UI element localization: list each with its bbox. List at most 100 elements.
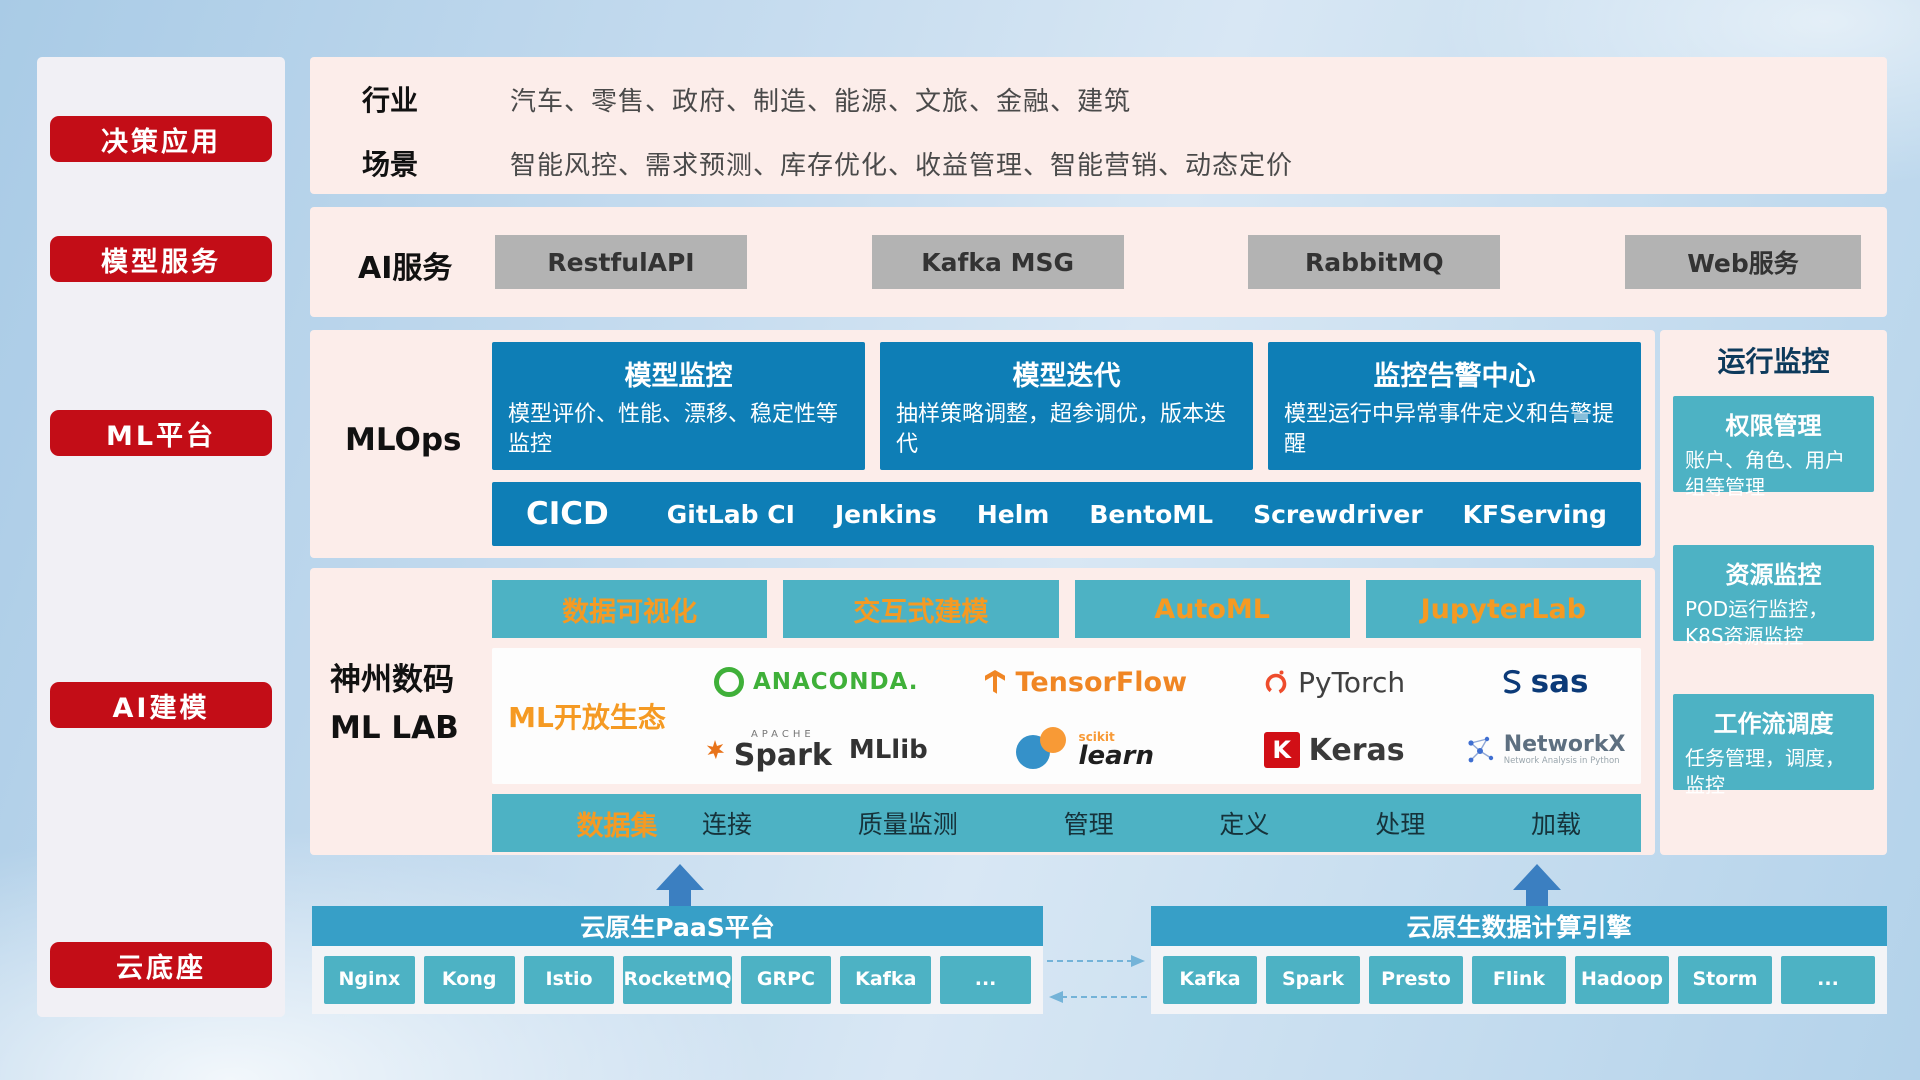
scikit-caption: scikit — [1078, 730, 1115, 744]
rabbitmq-chip: RabbitMQ — [1248, 235, 1501, 289]
scikit-circles-icon — [1015, 725, 1070, 775]
dataset-label: 数据集 — [576, 810, 658, 842]
card-title: 模型监控 — [624, 361, 733, 392]
presto-chip: Presto — [1369, 956, 1463, 1004]
dataset-item-process: 处理 — [1375, 810, 1426, 839]
hadoop-chip: Hadoop — [1575, 956, 1669, 1004]
up-arrow-icon — [656, 864, 704, 890]
interactive-modeling-chip: 交互式建模 — [783, 580, 1059, 638]
keras-wordmark: Keras — [1308, 732, 1405, 768]
up-arrow-stem — [669, 889, 691, 907]
spark-wordmark: Spark — [733, 737, 832, 773]
mllab-label: 神州数码 ML LAB — [330, 656, 490, 752]
more-chip: ... — [940, 956, 1031, 1004]
left-rail: 决策应用 模型服务 ML平台 AI建模 云底座 — [37, 57, 285, 1017]
dataset-item-quality: 质量监测 — [857, 810, 958, 839]
cicd-bar: CICD GitLab CI Jenkins Helm BentoML Scre… — [492, 482, 1641, 546]
engine-bar-title: 云原生数据计算引擎 — [1151, 906, 1887, 946]
mllab-top-buttons: 数据可视化 交互式建模 AutoML JupyterLab — [492, 580, 1641, 638]
cicd-item-helm: Helm — [976, 499, 1050, 529]
ai-service-buttons: RestfulAPI Kafka MSG RabbitMQ Web服务 — [495, 235, 1861, 289]
card-desc: 任务管理，调度，监控 — [1685, 746, 1845, 797]
up-arrow-icon — [1513, 864, 1561, 890]
jupyterlab-chip: JupyterLab — [1365, 580, 1641, 638]
card-desc: POD运行监控，K8S资源监控 — [1685, 597, 1829, 648]
engine-chips: Kafka Spark Presto Flink Hadoop Storm ..… — [1151, 946, 1887, 1014]
mllib-wordmark: MLlib — [848, 735, 928, 765]
rocketmq-chip: RocketMQ — [623, 956, 732, 1004]
anaconda-logo: ANACONDA. — [682, 648, 951, 716]
runtime-monitor-panel: 运行监控 权限管理 账户、角色、用户组等管理 资源监控 POD运行监控，K8S资… — [1660, 330, 1887, 855]
kafka-chip: Kafka — [1163, 956, 1257, 1004]
card-title: 监控告警中心 — [1373, 361, 1536, 392]
scikit-orange-circle — [1039, 727, 1066, 753]
sas-logo: sas — [1449, 648, 1641, 716]
networkx-logo: NetworkX Network Analysis in Python — [1449, 716, 1641, 784]
card-desc: 账户、角色、用户组等管理 — [1685, 448, 1845, 499]
dataset-items: 连接 质量监测 管理 定义 处理 加载 — [702, 805, 1601, 841]
mlops-cards: 模型监控 模型评价、性能、漂移、稳定性等监控 模型迭代 抽样策略调整，超参调优，… — [492, 342, 1641, 470]
model-monitoring-card: 模型监控 模型评价、性能、漂移、稳定性等监控 — [492, 342, 865, 470]
scikit-learn-logo: scikit learn — [951, 716, 1220, 784]
pytorch-logo: PyTorch — [1219, 648, 1449, 716]
tensorflow-wordmark: TensorFlow — [1015, 666, 1188, 698]
ecosystem-logos: ANACONDA. TensorFlow PyTorch — [682, 648, 1641, 784]
cicd-item-kfserving: KFServing — [1462, 499, 1607, 529]
mllab-row-panel: 神州数码 ML LAB 数据可视化 交互式建模 AutoML JupyterLa… — [310, 568, 1655, 855]
industry-label: 行业 — [362, 84, 419, 117]
keras-logo: K Keras — [1219, 716, 1449, 784]
ecosystem-label: ML开放生态 — [508, 701, 666, 734]
mllab-label-line2: ML LAB — [330, 710, 459, 747]
kong-chip: Kong — [423, 956, 515, 1004]
sas-wordmark: sas — [1530, 664, 1589, 700]
alert-center-card: 监控告警中心 模型运行中异常事件定义和告警提醒 — [1268, 342, 1641, 470]
card-title: 模型迭代 — [1012, 361, 1121, 392]
spark-star-icon — [706, 740, 724, 760]
cicd-item-bentoml: BentoML — [1089, 499, 1214, 529]
flink-chip: Flink — [1472, 956, 1566, 1004]
card-desc: 抽样策略调整，超参调优，版本迭代 — [896, 402, 1227, 457]
resource-monitor-card: 资源监控 POD运行监控，K8S资源监控 — [1673, 545, 1874, 648]
mlops-label: MLOps — [345, 422, 462, 458]
dataset-item-define: 定义 — [1219, 810, 1270, 839]
ai-service-row-panel: AI服务 RestfulAPI Kafka MSG RabbitMQ Web服务 — [310, 207, 1887, 317]
automl-chip: AutoML — [1074, 580, 1350, 638]
up-arrow-stem — [1526, 889, 1548, 907]
cicd-items: GitLab CI Jenkins Helm BentoML Screwdriv… — [667, 500, 1607, 529]
dashed-arrows-icon — [1047, 955, 1147, 1003]
tensorflow-icon — [984, 670, 1005, 694]
networkx-subtitle: Network Analysis in Python — [1503, 756, 1620, 767]
sidebar-item-cloud-base: 云底座 — [50, 942, 272, 988]
workflow-scheduler-card: 工作流调度 任务管理，调度，监控 — [1673, 694, 1874, 797]
sidebar-item-model-service: 模型服务 — [50, 236, 272, 282]
networkx-wordmark-block: NetworkX Network Analysis in Python — [1504, 733, 1626, 767]
istio-chip: Istio — [523, 956, 615, 1004]
sidebar-item-ml-platform: ML平台 — [50, 410, 272, 456]
ai-service-label: AI服务 — [358, 251, 453, 286]
grpc-chip: GRPC — [740, 956, 832, 1004]
storm-chip: Storm — [1678, 956, 1772, 1004]
dataset-bar: 数据集 连接 质量监测 管理 定义 处理 加载 — [492, 794, 1641, 852]
tensorflow-logo: TensorFlow — [951, 648, 1220, 716]
industry-list: 汽车、零售、政府、制造、能源、文旅、金融、建筑 — [510, 87, 1132, 117]
pytorch-icon — [1265, 670, 1287, 695]
web-service-chip: Web服务 — [1624, 235, 1861, 289]
cicd-item-screwdriver: Screwdriver — [1253, 499, 1423, 529]
scenario-label: 场景 — [362, 148, 419, 181]
dataset-item-manage: 管理 — [1063, 810, 1114, 839]
sidebar-item-ai-modeling: AI建模 — [50, 682, 272, 728]
anaconda-wordmark: ANACONDA. — [752, 669, 919, 695]
cicd-item-jenkins: Jenkins — [834, 499, 937, 529]
open-ecosystem-band: ML开放生态 ANACONDA. TensorFlow — [492, 648, 1641, 784]
sas-swirl-icon — [1503, 669, 1521, 694]
anaconda-ring-icon — [713, 667, 744, 697]
networkx-graph-icon — [1468, 736, 1493, 763]
card-title: 工作流调度 — [1713, 710, 1834, 738]
nginx-chip: Nginx — [324, 956, 415, 1004]
scenario-list: 智能风控、需求预测、库存优化、收益管理、智能营销、动态定价 — [510, 151, 1294, 181]
dataset-item-load: 加载 — [1530, 810, 1581, 839]
paas-bar-title: 云原生PaaS平台 — [312, 906, 1043, 946]
mllab-label-line1: 神州数码 — [330, 662, 454, 698]
more-chip: ... — [1781, 956, 1875, 1004]
